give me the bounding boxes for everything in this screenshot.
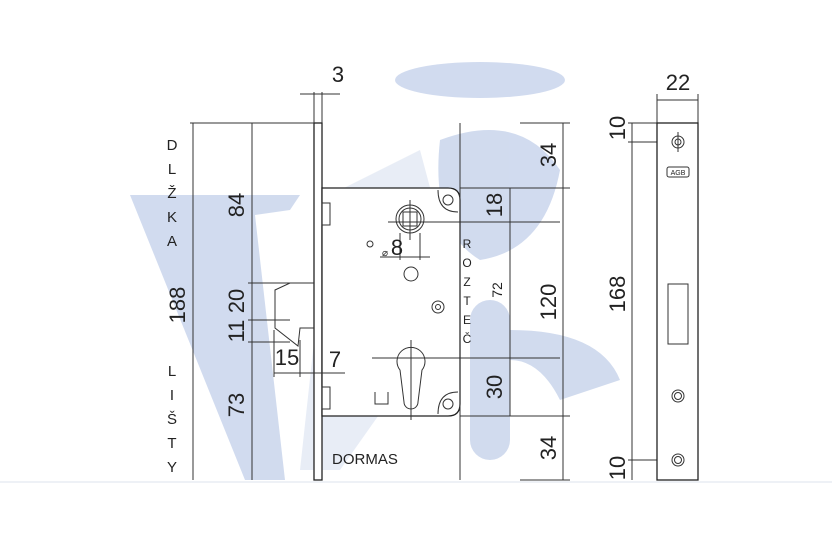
latch <box>274 282 314 347</box>
svg-text:72: 72 <box>489 282 505 298</box>
svg-text:K: K <box>167 209 177 226</box>
svg-text:A: A <box>167 233 177 250</box>
screw-hole <box>442 194 454 206</box>
svg-text:⌀: ⌀ <box>382 248 388 259</box>
svg-text:188: 188 <box>165 287 190 324</box>
cam <box>374 392 389 405</box>
svg-text:34: 34 <box>536 436 561 460</box>
brand-label: DORMAS <box>332 451 398 468</box>
svg-text:8: 8 <box>391 235 403 260</box>
cylinder-cutout <box>396 346 426 410</box>
faceplate-front <box>656 122 699 481</box>
svg-text:Š: Š <box>167 411 177 428</box>
svg-text:73: 73 <box>224 393 249 417</box>
svg-text:168: 168 <box>605 276 630 313</box>
svg-text:T: T <box>167 435 176 452</box>
svg-text:Ž: Ž <box>167 185 176 202</box>
svg-text:L: L <box>168 363 176 380</box>
svg-text:7: 7 <box>329 347 341 372</box>
label-length: D L Ž K A L I Š T Y <box>167 137 178 476</box>
svg-text:34: 34 <box>536 143 561 167</box>
svg-text:T: T <box>463 294 471 308</box>
svg-text:I: I <box>170 387 174 404</box>
svg-text:22: 22 <box>666 70 690 95</box>
stamp-box <box>666 166 690 178</box>
label-spacing: R O Z T E Č <box>462 237 471 346</box>
bolt-tab-top <box>321 202 331 226</box>
bolt-tab-bottom <box>321 386 331 410</box>
dimension-lines <box>190 92 699 481</box>
svg-text:L: L <box>168 161 176 178</box>
svg-text:18: 18 <box>482 193 507 217</box>
svg-text:3: 3 <box>332 62 344 87</box>
svg-text:R: R <box>463 237 472 251</box>
svg-text:10: 10 <box>605 456 630 480</box>
svg-text:D: D <box>167 137 178 154</box>
screw-hole <box>442 398 454 410</box>
svg-text:15: 15 <box>275 345 299 370</box>
svg-text:84: 84 <box>224 193 249 217</box>
svg-text:Y: Y <box>167 459 177 476</box>
svg-text:11: 11 <box>224 320 249 343</box>
faceplate-side <box>313 122 323 481</box>
faceplate-stamp: AGB <box>671 170 686 177</box>
svg-text:Č: Č <box>463 331 472 346</box>
svg-text:120: 120 <box>536 284 561 321</box>
latch-opening <box>667 283 689 345</box>
dimension-values: 3 188 84 20 11 73 15 7 ⌀ 8 34 18 120 72 … <box>165 62 690 480</box>
svg-text:20: 20 <box>224 289 249 313</box>
svg-text:Z: Z <box>463 275 470 289</box>
svg-text:O: O <box>462 256 471 270</box>
svg-text:E: E <box>463 313 471 327</box>
svg-text:30: 30 <box>482 375 507 399</box>
svg-text:10: 10 <box>605 116 630 140</box>
